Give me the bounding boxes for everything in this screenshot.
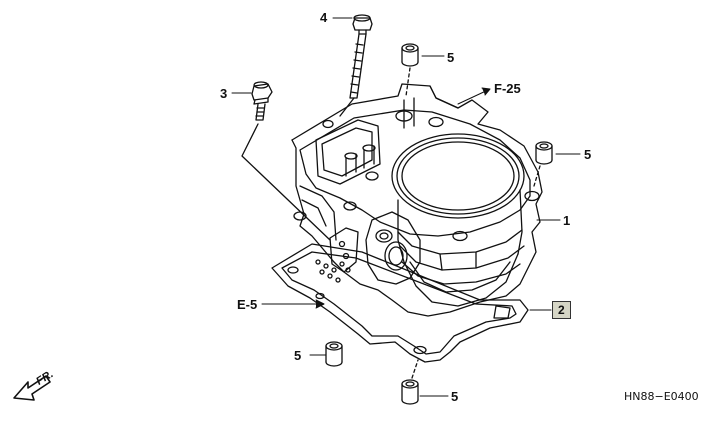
dowel-pin-top [401,43,419,97]
cylinder-block [291,83,543,317]
callout-2-gasket: 2 [552,301,571,319]
ref-e5: E-5 [237,297,258,312]
front-arrow-icon [13,375,51,401]
dowel-pin-right [533,141,553,187]
diagram-code: HN88−E0400 [624,390,699,403]
callout-leaders [231,17,581,397]
ref-f25: F-25 [494,81,521,96]
callout-4: 4 [320,10,328,25]
callout-5-bottom: 5 [451,389,459,404]
callout-1: 1 [563,213,571,228]
stud-bolt [339,14,373,117]
callout-5-right: 5 [584,147,592,162]
cylinder-gasket [271,243,529,363]
dowel-pin-bottom [401,359,419,405]
callout-3: 3 [220,86,228,101]
callout-5-bottom-left: 5 [294,348,302,363]
callout-5-top: 5 [447,50,455,65]
flange-bolt [241,81,331,241]
dowel-pin-bottom-left [325,341,343,367]
